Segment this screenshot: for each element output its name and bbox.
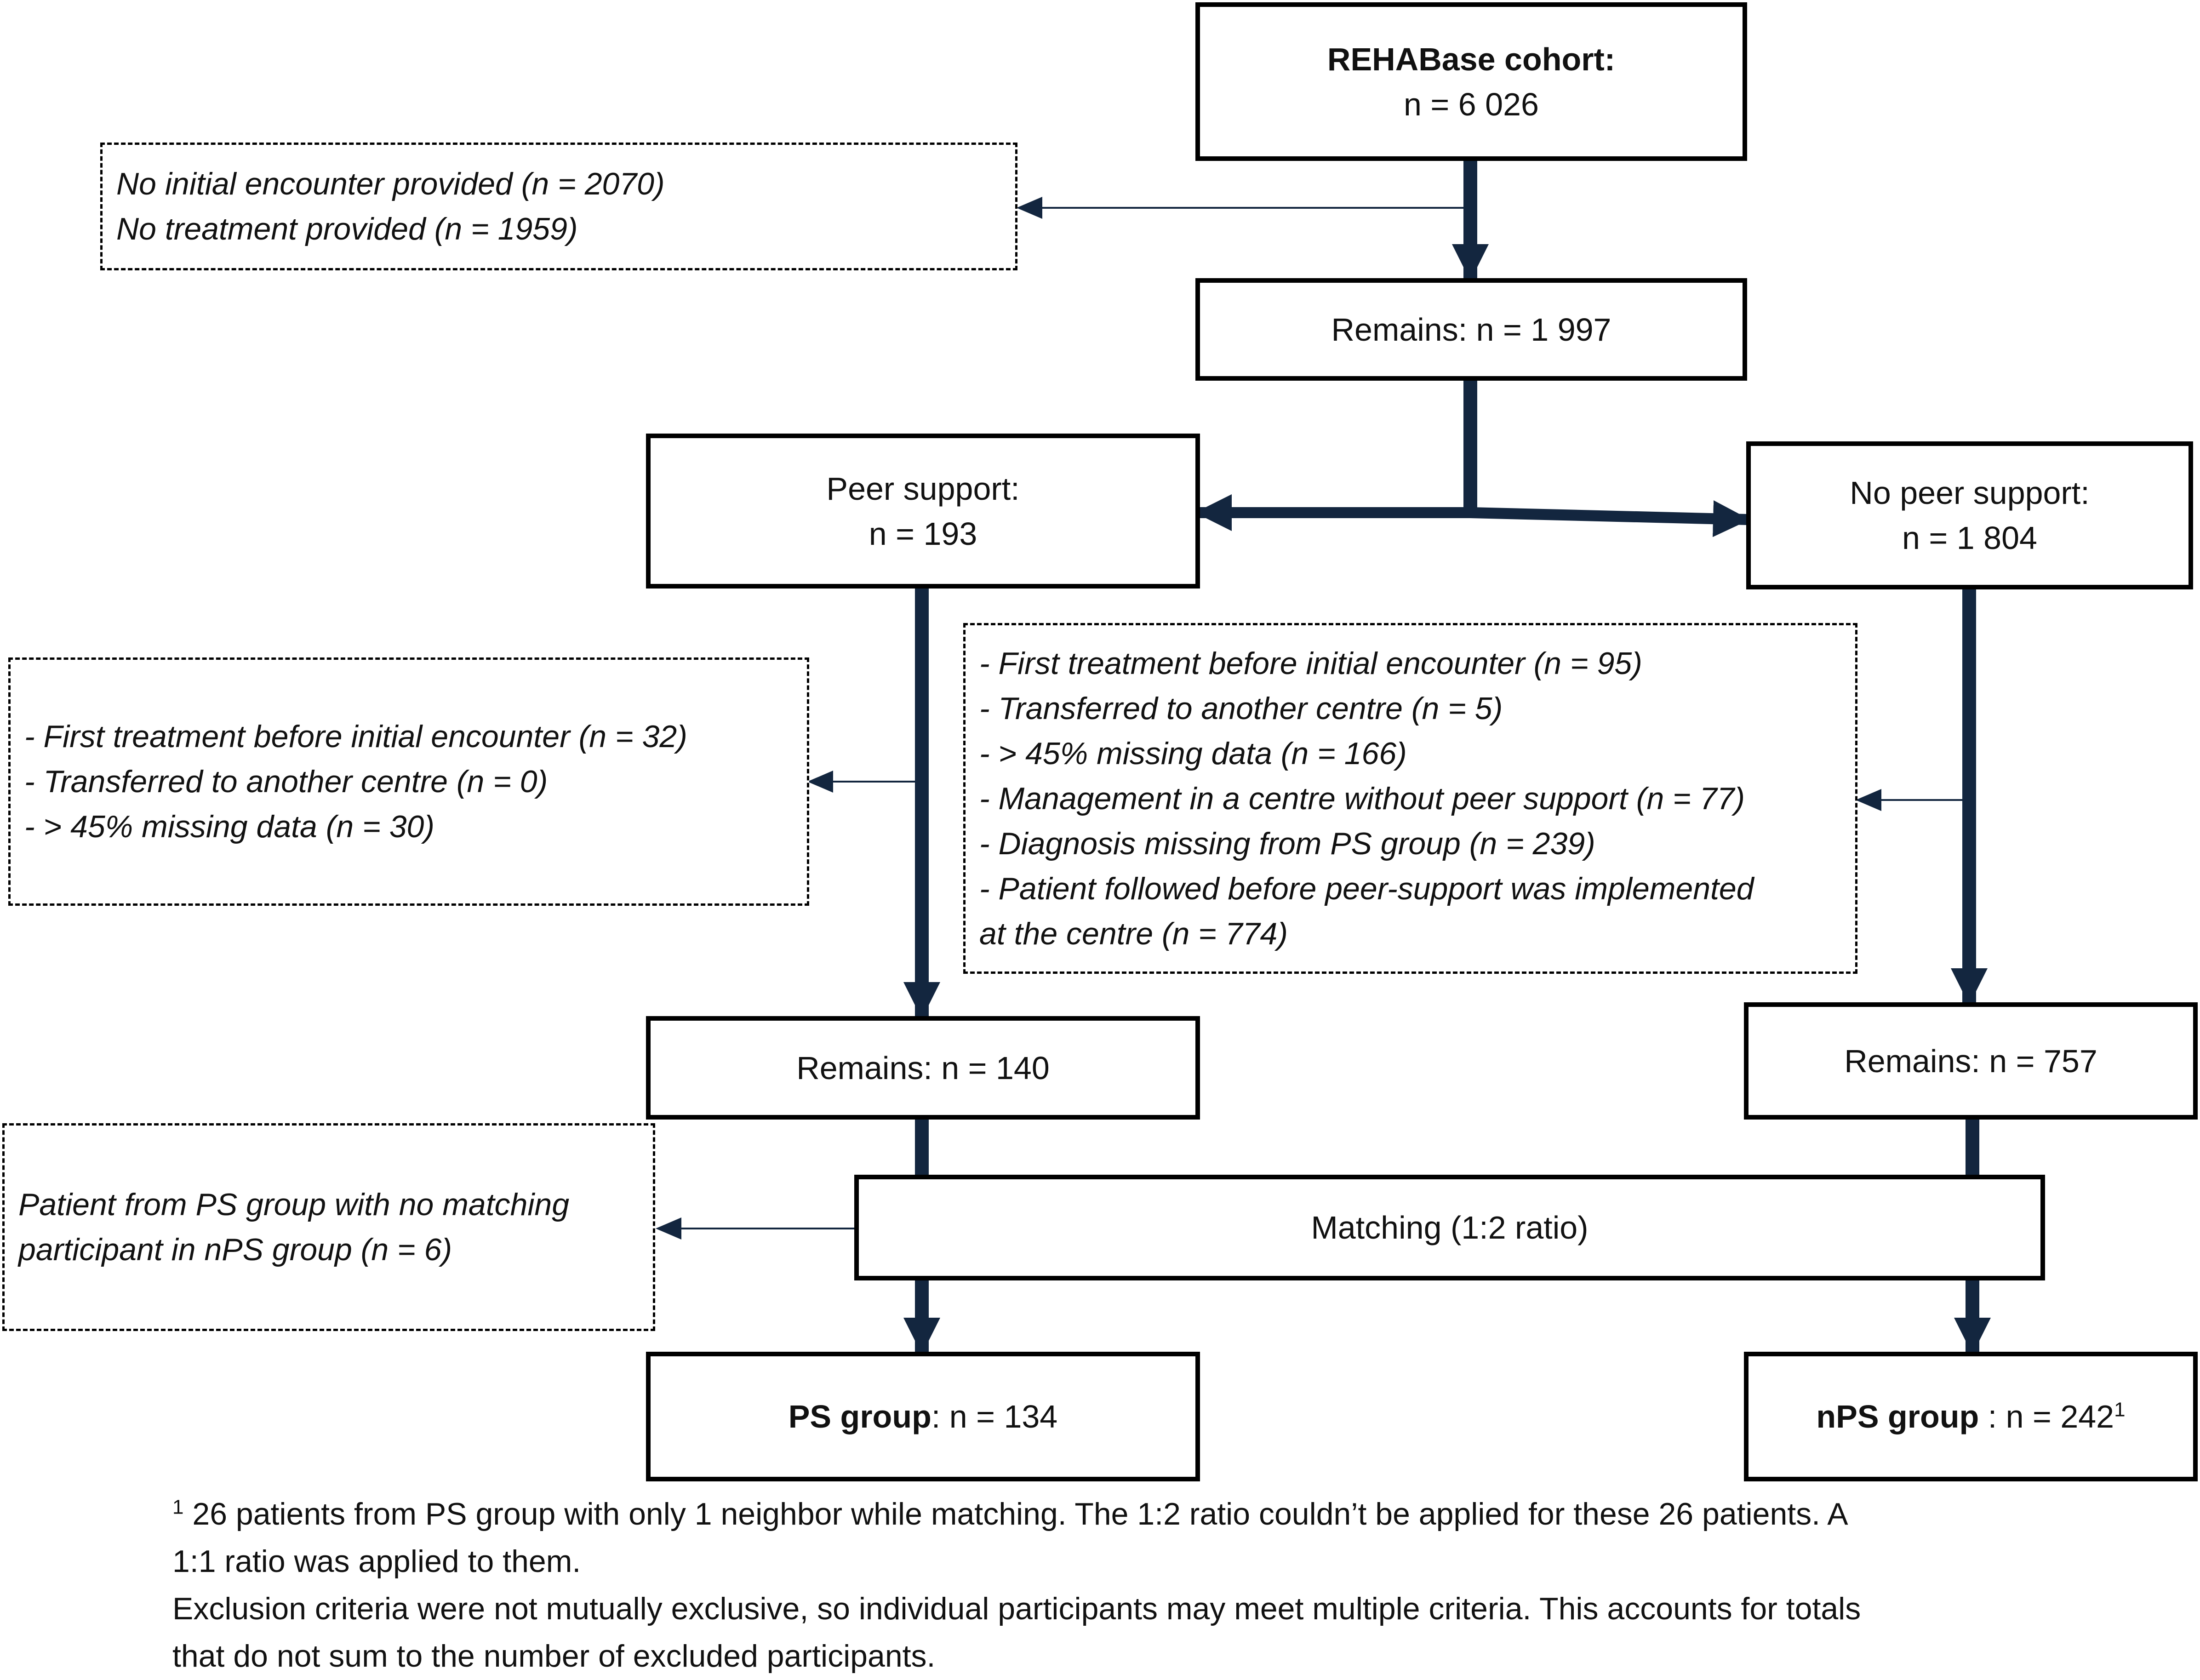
footnote-line: that do not sum to the number of exclude… xyxy=(172,1639,936,1674)
nps-group-label: nPS group xyxy=(1816,1399,1979,1434)
footnote-text: 26 patients from PS group with only 1 ne… xyxy=(183,1497,1848,1531)
matching-box: Matching (1:2 ratio) xyxy=(854,1175,2045,1280)
footnote-line: 1 26 patients from PS group with only 1 … xyxy=(172,1491,2057,1538)
exclusion-item: - Transferred to another centre (n = 0) xyxy=(24,764,548,799)
cohort-count: n = 6 026 xyxy=(1404,86,1539,122)
nps-group-footnote-marker: 1 xyxy=(2114,1398,2126,1421)
remains-nps-box: Remains: n = 757 xyxy=(1744,1002,2198,1120)
exclusion-item: - Patient followed before peer-support w… xyxy=(979,871,1754,906)
nps-group-box: nPS group : n = 2421 xyxy=(1744,1352,2198,1481)
remains-box: Remains: n = 1 997 xyxy=(1195,278,1747,381)
remains-text: Remains: n = 1 997 xyxy=(1331,311,1611,348)
exclusion-item: - > 45% missing data (n = 166) xyxy=(979,736,1407,771)
footnote-line: Exclusion criteria were not mutually exc… xyxy=(172,1591,1861,1626)
footnote-line: 1:1 ratio was applied to them. xyxy=(172,1544,581,1579)
exclusion-item: - Transferred to another centre (n = 5) xyxy=(979,691,1503,726)
exclusion-box-peer-support: - First treatment before initial encount… xyxy=(8,657,809,906)
matching-text: Matching (1:2 ratio) xyxy=(1311,1210,1589,1246)
peer-support-count: n = 193 xyxy=(869,515,977,552)
exclusion-item: No treatment provided (n = 1959) xyxy=(116,211,578,246)
arrow-split-to-no-peer-support xyxy=(1470,500,1750,537)
ps-group-box: PS group: n = 134 xyxy=(646,1352,1200,1481)
no-peer-support-box: No peer support: n = 1 804 xyxy=(1746,441,2193,589)
footnote: 1 26 patients from PS group with only 1 … xyxy=(172,1491,2057,1680)
exclusion-item: - First treatment before initial encount… xyxy=(979,646,1642,681)
peer-support-title: Peer support: xyxy=(826,470,1020,507)
exclusion-item: - Management in a centre without peer su… xyxy=(979,781,1745,816)
exclusion-box-initial: No initial encounter provided (n = 2070)… xyxy=(100,143,1017,270)
remains-ps-box: Remains: n = 140 xyxy=(646,1016,1200,1120)
ps-group-value: : n = 134 xyxy=(931,1399,1058,1434)
ps-group-label: PS group xyxy=(788,1399,931,1434)
nps-group-text: nPS group : n = 2421 xyxy=(1816,1394,2125,1439)
exclusion-item: - First treatment before initial encount… xyxy=(24,719,687,754)
exclusion-box-no-peer-support: - First treatment before initial encount… xyxy=(963,623,1857,974)
cohort-box: REHABase cohort: n = 6 026 xyxy=(1195,2,1747,161)
ps-group-text: PS group: n = 134 xyxy=(789,1394,1058,1439)
remains-nps-text: Remains: n = 757 xyxy=(1844,1043,2097,1079)
exclusion-item: - Diagnosis missing from PS group (n = 2… xyxy=(979,826,1595,861)
exclusion-item: - > 45% missing data (n = 30) xyxy=(24,809,435,844)
nps-group-value: : n = 242 xyxy=(1979,1399,2114,1434)
peer-support-box: Peer support: n = 193 xyxy=(646,434,1200,589)
footnote-marker: 1 xyxy=(172,1496,184,1519)
no-peer-support-title: No peer support: xyxy=(1850,475,2090,511)
exclusion-item: participant in nPS group (n = 6) xyxy=(18,1232,452,1267)
exclusion-item: at the centre (n = 774) xyxy=(979,916,1288,951)
cohort-title: REHABase cohort: xyxy=(1327,41,1616,77)
remains-ps-text: Remains: n = 140 xyxy=(796,1050,1050,1086)
exclusion-box-matching: Patient from PS group with no matching p… xyxy=(2,1123,655,1331)
no-peer-support-count: n = 1 804 xyxy=(1902,520,2037,556)
exclusion-item: Patient from PS group with no matching xyxy=(18,1187,570,1222)
exclusion-item: No initial encounter provided (n = 2070) xyxy=(116,166,665,201)
